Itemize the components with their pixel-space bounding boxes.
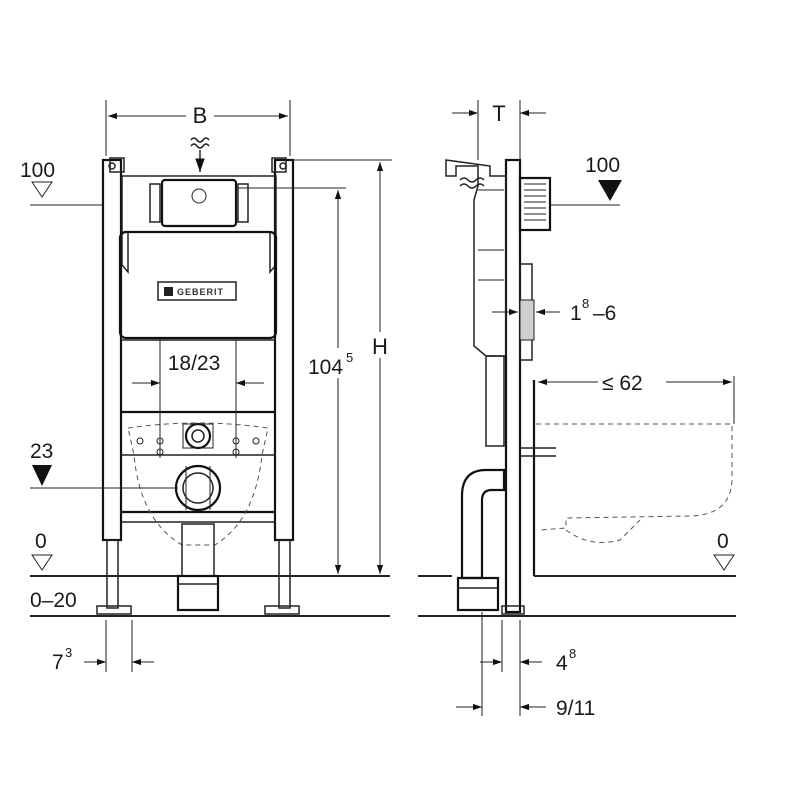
side-frame-post	[504, 158, 522, 614]
height-label: H	[372, 334, 388, 359]
bowl-outline	[127, 422, 269, 546]
floor-level-left: 0	[35, 530, 47, 553]
drain-outlet	[176, 574, 220, 612]
level-marker-100-open	[31, 181, 53, 198]
pipe-range-label: 9/11	[556, 697, 595, 720]
offset-label: 4	[556, 652, 568, 675]
level-marker-23-filled	[32, 465, 52, 486]
brand-text: GEBERIT	[177, 287, 224, 297]
cistern-top	[121, 175, 277, 275]
side-drain-outlet	[456, 576, 500, 612]
wall-lining-rest: –6	[593, 302, 616, 325]
button-height-left: 100	[20, 159, 55, 182]
supply-connection	[184, 422, 212, 450]
height-value-sup: 5	[346, 350, 353, 365]
offset-sup: 8	[569, 646, 576, 661]
drain-elbow	[460, 468, 506, 580]
level-marker-100-filled	[598, 180, 622, 201]
frame-right-post	[273, 158, 295, 542]
side-cistern	[445, 159, 507, 357]
wall-lining-label: 1	[570, 302, 582, 325]
floor-level-right: 0	[717, 530, 729, 553]
side-view: T 100 1 8 –6 ≤ 62 0 4 8 9/11	[418, 100, 736, 720]
geberit-logo	[157, 281, 237, 301]
bowl-depth-label: ≤ 62	[602, 372, 643, 395]
level-marker-0-left	[31, 554, 53, 571]
frame-right-foot-plate	[264, 605, 300, 615]
width-label: B	[193, 103, 208, 128]
level-marker-0-right	[713, 554, 735, 571]
side-bowl-outline	[536, 423, 733, 531]
frame-right-foot	[278, 539, 291, 609]
frame-left-foot	[106, 539, 119, 609]
depth-label: T	[492, 101, 505, 126]
flush-housing	[518, 176, 552, 232]
drain-height-label: 23	[30, 440, 53, 463]
frame-left-post	[101, 158, 123, 542]
foot-offset-label: 7	[52, 651, 64, 674]
floor-range-label: 0–20	[30, 589, 77, 612]
foot-offset-sup: 3	[65, 645, 72, 660]
frame-left-foot-plate	[96, 605, 132, 615]
connection-spacing-label: 18/23	[168, 352, 221, 375]
button-height-right: 100	[585, 154, 620, 177]
cistern-body	[118, 230, 278, 340]
height-value: 104	[308, 356, 343, 379]
flush-plate-opening	[160, 178, 238, 228]
front-view: GEBERIT B	[20, 100, 392, 674]
wall-lining-sup: 8	[582, 296, 589, 311]
